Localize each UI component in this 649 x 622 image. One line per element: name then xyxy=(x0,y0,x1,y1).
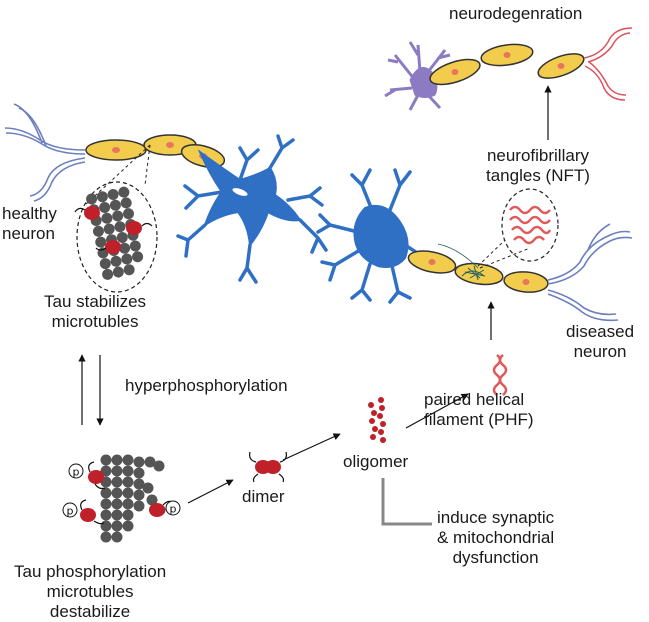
oligomer-cluster xyxy=(368,397,386,443)
phosphorylated-tau: p p p xyxy=(62,461,181,525)
healthy-neuron-label: healthy neuron xyxy=(2,204,57,243)
inhibition-line xyxy=(381,478,432,526)
arrows xyxy=(78,85,552,504)
healthy-dendrite xyxy=(4,103,86,202)
diseased-neuron-label: diseased neuron xyxy=(566,322,635,361)
degenerating-dendrite xyxy=(583,27,633,101)
dimer-protein xyxy=(249,451,287,483)
nft-tangle xyxy=(509,205,552,245)
diseased-neuron-soma xyxy=(316,168,427,304)
degenerating-neuron-body xyxy=(384,41,451,111)
nft-zoom-lines xyxy=(477,239,531,269)
healthy-inset-circle xyxy=(76,181,158,293)
oligomer-label: oligomer xyxy=(343,452,409,471)
phospho-mark-3: p xyxy=(170,503,177,516)
arrow-oligomer-to-phf xyxy=(405,393,469,429)
phf-filament xyxy=(492,354,508,396)
synaptic-dysfunction-label: induce synaptic & mitochondrial dysfunct… xyxy=(437,508,555,567)
healthy-neuron-soma xyxy=(176,134,328,284)
dimer-label: dimer xyxy=(242,487,285,506)
healthy-tau-proteins xyxy=(74,206,153,254)
tau-phosphorylation-label: Tau phosphorylation microtubles destabil… xyxy=(14,562,167,621)
tau-stabilizes-label: Tau stabilizes microtubles xyxy=(44,292,147,331)
diseased-axon xyxy=(407,250,549,293)
phf-label: paired helical filament (PHF) xyxy=(424,390,534,429)
neurodegeneration-label: neurodegenration xyxy=(449,4,583,23)
phospho-mark-2: p xyxy=(67,505,74,518)
degenerating-axon xyxy=(429,43,585,86)
phospho-mark-1: p xyxy=(73,466,80,479)
nft-inset-circle xyxy=(501,188,559,262)
diseased-tangle-cluster xyxy=(437,243,486,281)
destabilized-microtubule xyxy=(100,454,166,543)
arrow-tau-to-dimer xyxy=(187,479,234,504)
diseased-dendrite xyxy=(547,223,633,322)
arrow-dimer-to-oligomer xyxy=(282,433,341,461)
nft-label: neurofibrillary tangles (NFT) xyxy=(486,146,590,185)
hyperphosphorylation-label: hyperphosphorylation xyxy=(125,376,288,395)
healthy-zoom-lines xyxy=(84,144,151,206)
